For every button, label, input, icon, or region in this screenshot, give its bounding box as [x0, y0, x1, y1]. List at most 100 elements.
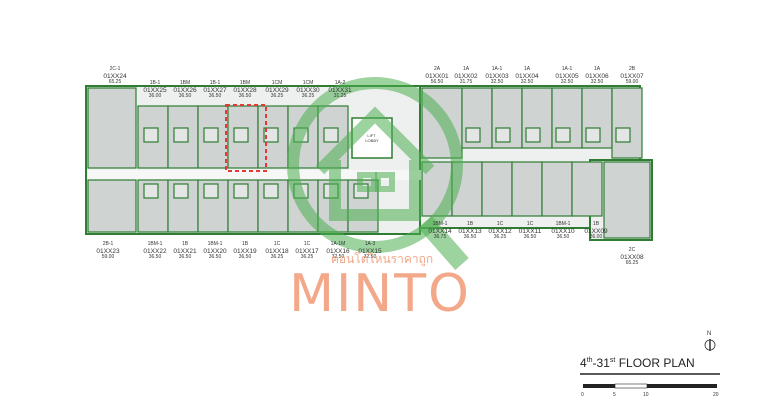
- unit-area: 36.25: [270, 93, 284, 100]
- unit-code: 01XX07: [620, 72, 644, 80]
- unit-type: 1A-1: [491, 66, 503, 72]
- unit-type: 1A-2: [334, 80, 346, 86]
- unit-code: 01XX08: [620, 253, 644, 261]
- unit-code: 01XX19: [233, 247, 257, 255]
- unit-area: 36.50: [463, 234, 477, 241]
- unit-code: 01XX11: [518, 227, 542, 235]
- unit-area: 36.25: [300, 254, 314, 261]
- unit-type: 1B-1: [209, 80, 221, 86]
- bathroom-right-3: [555, 127, 571, 143]
- north-label: N: [707, 331, 712, 337]
- unit-area: 36.25: [301, 93, 315, 100]
- scale-bar: [583, 383, 717, 389]
- unit-code: 01XX22: [143, 247, 167, 255]
- unit-type: 1A-1: [561, 66, 573, 72]
- unit-type: 1B: [181, 241, 189, 247]
- bathroom-top-1: [173, 127, 189, 143]
- unit-area: 36.50: [238, 93, 252, 100]
- unit-area: 36.00: [148, 93, 162, 100]
- floor-plan-title: 4th-31st FLOOR PLAN: [580, 356, 695, 370]
- unit-code: 01XX15: [358, 247, 382, 255]
- bathroom-top-2: [203, 127, 219, 143]
- unit-area: 59.00: [101, 254, 115, 261]
- watermark-thai-text: คอนโดไหนราคาถูก: [330, 252, 434, 266]
- bathroom-bottom-2: [203, 183, 219, 199]
- unit-area: 31.25: [333, 93, 347, 100]
- unit-code: 01XX25: [143, 86, 167, 94]
- bathroom-right-1: [495, 127, 511, 143]
- unit-code: 01XX03: [485, 72, 509, 80]
- unit-area: 36.50: [208, 254, 222, 261]
- unit-type: 1A: [593, 66, 601, 72]
- unit-type: 1BM-1: [555, 221, 571, 227]
- bathroom-top-3: [233, 127, 249, 143]
- unit-code: 01XX06: [585, 72, 609, 80]
- unit-code: 01XX12: [488, 227, 512, 235]
- unit-type: 2B-1: [102, 241, 114, 247]
- unit-code: 01XX30: [296, 86, 320, 94]
- unit-type: 1B: [592, 221, 600, 227]
- unit-code: 01XX10: [551, 227, 575, 235]
- watermark-brand-text: MINTO: [289, 264, 471, 324]
- unit-area: 36.50: [178, 254, 192, 261]
- bathroom-top-6: [323, 127, 339, 143]
- unit-area: 59.00: [625, 79, 639, 86]
- unit-area: 65.25: [108, 79, 122, 86]
- unit-type: 1A-1M: [330, 241, 346, 247]
- unit-area: 36.50: [556, 234, 570, 241]
- unit-type: 1C: [303, 241, 311, 247]
- unit-area: 36.25: [270, 254, 284, 261]
- unit-code: 01XX21: [173, 247, 197, 255]
- unit-code: 01XX20: [203, 247, 227, 255]
- unit-area: 32.50: [331, 254, 345, 261]
- unit-type: 1A-3: [364, 241, 376, 247]
- title-to-floor: 31: [596, 356, 610, 370]
- unit-code: 01XX24: [103, 72, 127, 80]
- unit-type: 1BM: [179, 80, 191, 86]
- unit-area: 32.50: [490, 79, 504, 86]
- unit-area: 36.50: [238, 254, 252, 261]
- unit-type: 1A: [523, 66, 531, 72]
- unit-area: 31.75: [459, 79, 473, 86]
- unit-type: 1BM: [239, 80, 251, 86]
- bathroom-right-0: [465, 127, 481, 143]
- unit-code: 01XX04: [515, 72, 539, 80]
- unit-type: 1B-1: [149, 80, 161, 86]
- unit-type: 2B: [628, 66, 636, 72]
- unit-code: 01XX02: [454, 72, 478, 80]
- unit-code: 01XX26: [173, 86, 197, 94]
- room-top-left-1: [137, 105, 169, 169]
- unit-code: 01XX31: [328, 86, 352, 94]
- unit-code: 01XX29: [265, 86, 289, 94]
- highlighted-unit-outline: [225, 104, 267, 172]
- unit-area: 32.50: [363, 254, 377, 261]
- scale-label: 0: [581, 392, 584, 398]
- room-bottom-left-0: [87, 179, 137, 233]
- unit-type: 1BM-1: [432, 221, 448, 227]
- room-bottom-right-2: [481, 161, 513, 217]
- title-from-floor: 4: [580, 356, 587, 370]
- scale-label: 10: [643, 392, 649, 398]
- unit-area: 32.50: [560, 79, 574, 86]
- bathroom-bottom-3: [233, 183, 249, 199]
- title-from-suffix: th: [586, 357, 593, 364]
- bathroom-bottom-1: [173, 183, 189, 199]
- unit-rooms: [87, 87, 651, 239]
